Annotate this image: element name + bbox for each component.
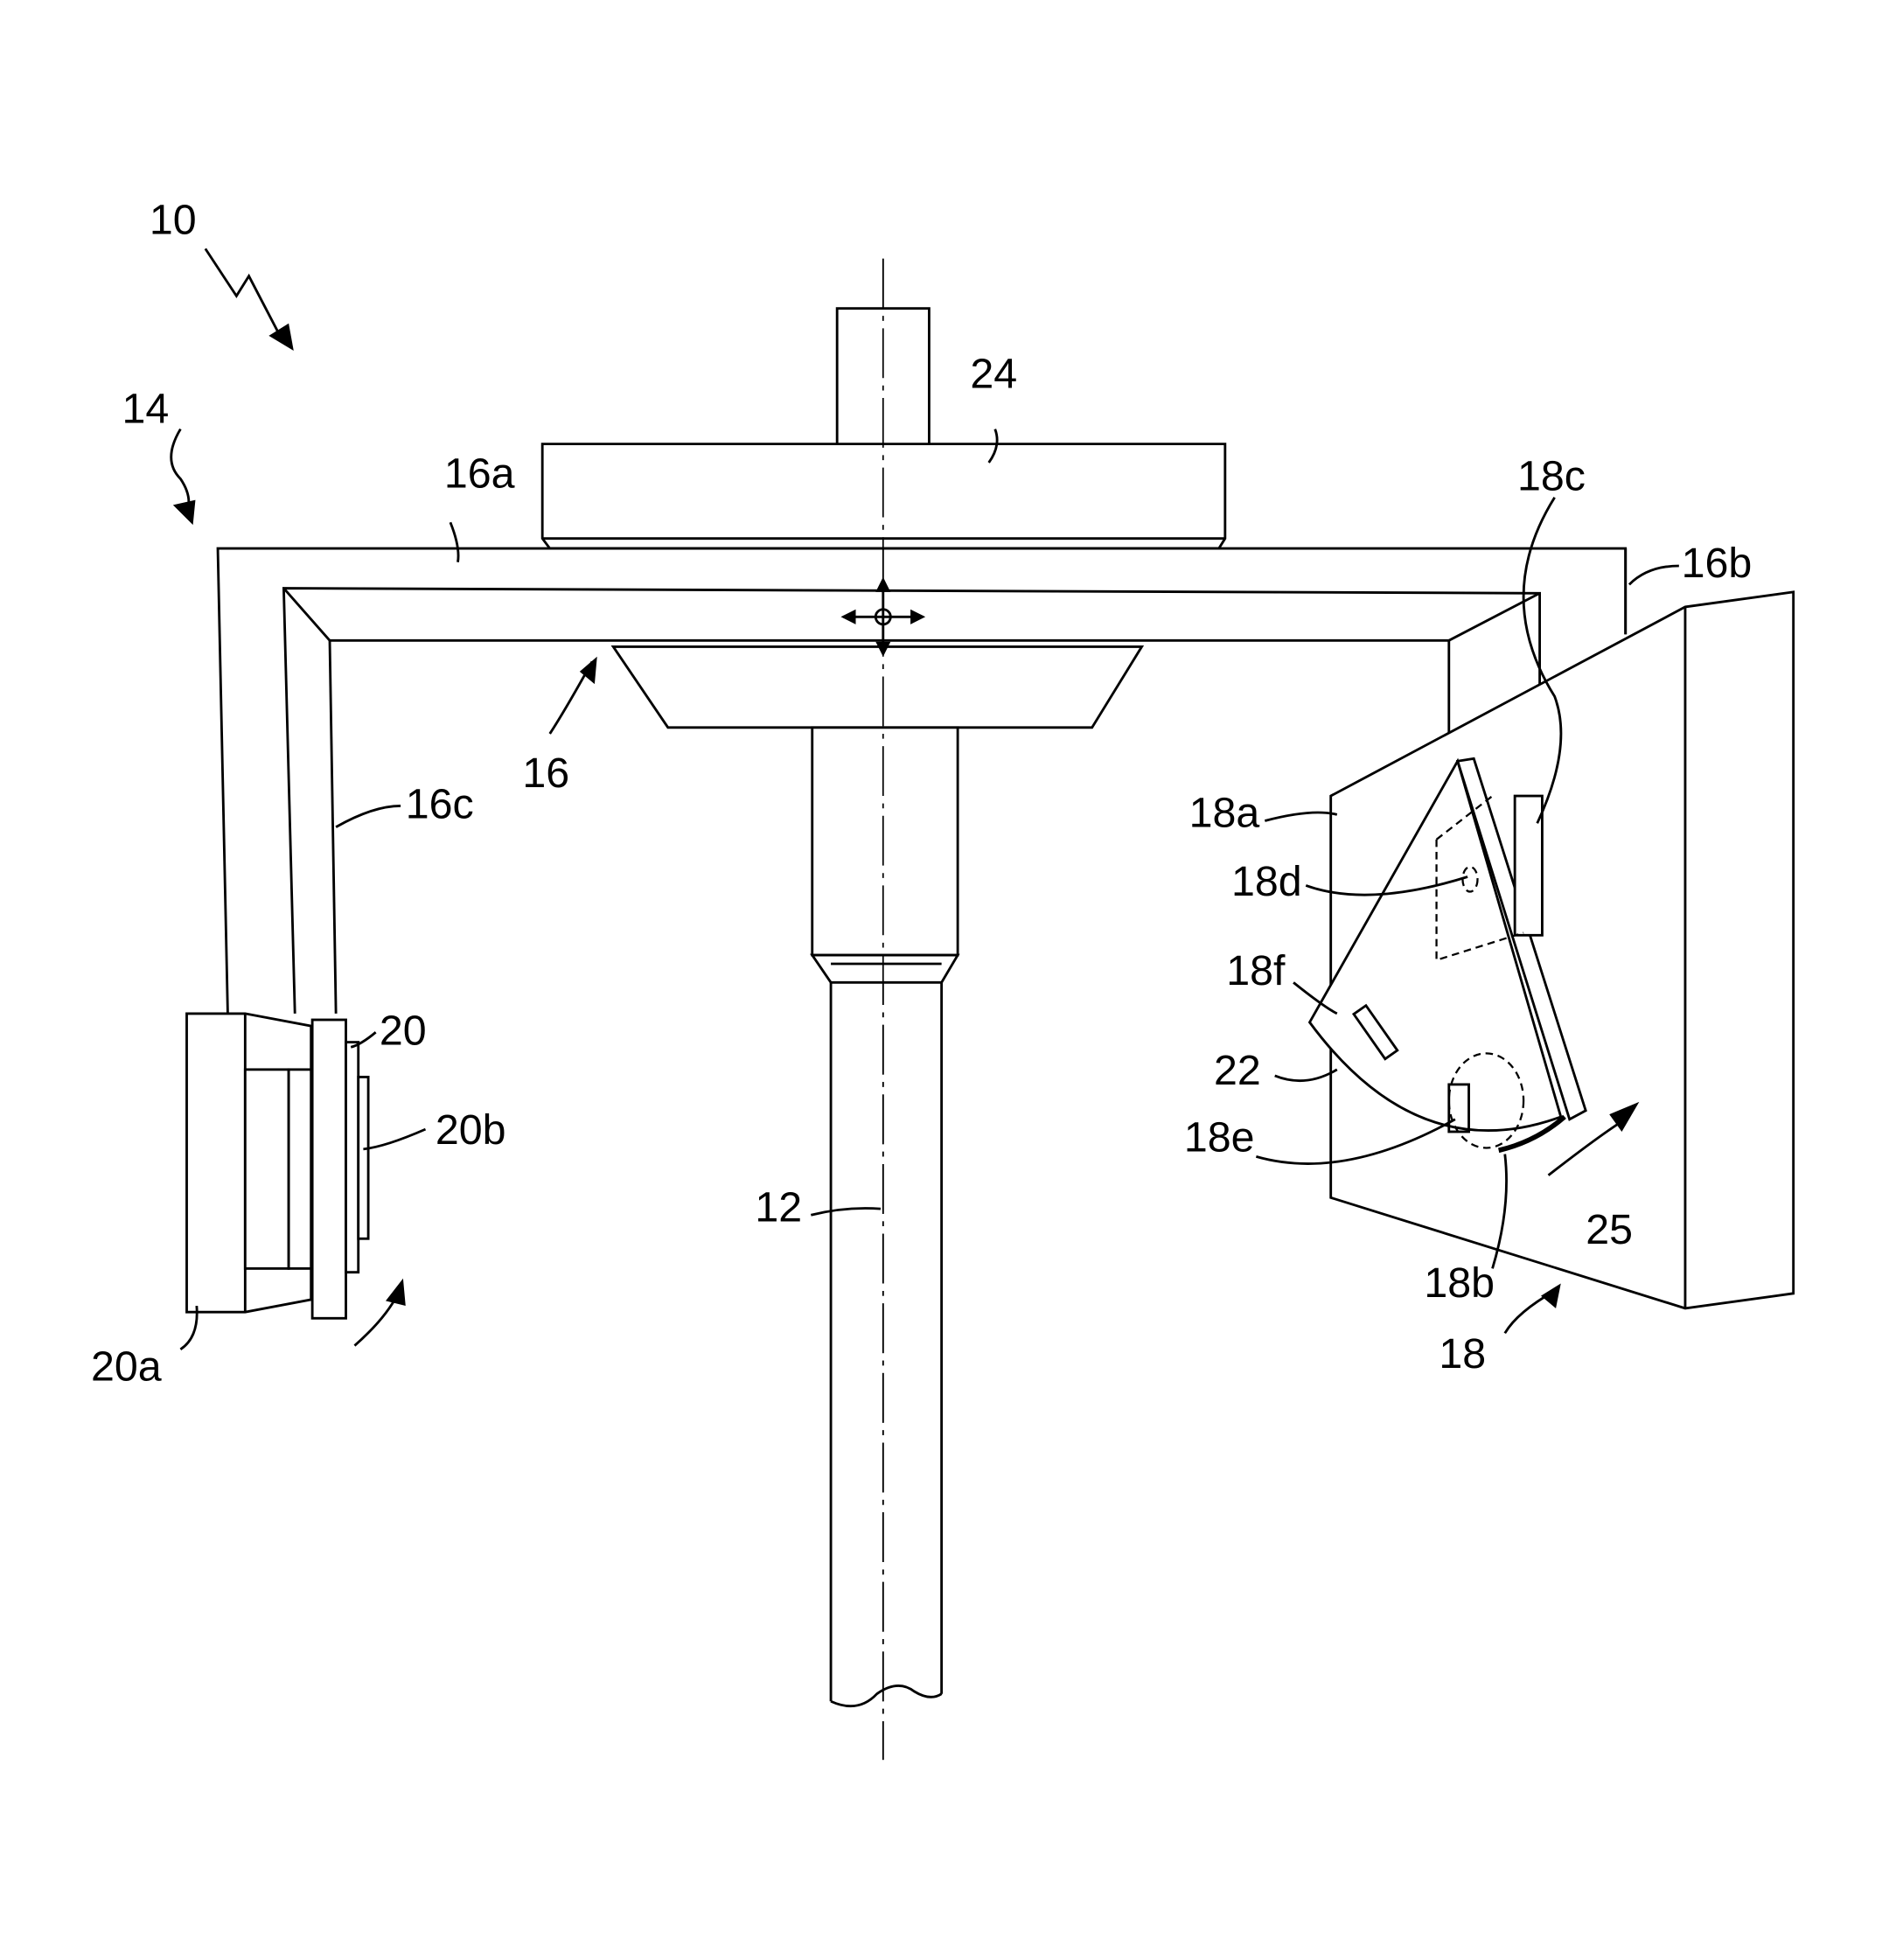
label-20b: 20b: [436, 1106, 506, 1154]
label-25: 25: [1586, 1206, 1633, 1253]
label-20: 20: [380, 1007, 427, 1054]
label-16c: 16c: [406, 781, 474, 828]
column-12: [810, 726, 960, 1708]
label-16a: 16a: [444, 450, 515, 497]
label-24: 24: [970, 351, 1017, 398]
arm-mount: [610, 645, 1145, 729]
label-18d: 18d: [1231, 858, 1302, 905]
label-18a: 18a: [1189, 790, 1260, 837]
label-20a: 20a: [91, 1343, 162, 1390]
leader-lines: [170, 248, 1679, 1351]
label-12: 12: [755, 1183, 802, 1231]
label-18c: 18c: [1517, 452, 1586, 499]
detector-20: [185, 1012, 370, 1320]
label-16: 16: [522, 750, 569, 797]
sensor-unit-18: [1307, 548, 1795, 1310]
label-16b: 16b: [1682, 540, 1753, 587]
label-18e: 18e: [1184, 1114, 1255, 1161]
label-18b: 18b: [1424, 1259, 1495, 1307]
label-10: 10: [150, 196, 197, 243]
label-18: 18: [1439, 1330, 1486, 1378]
label-22: 22: [1214, 1047, 1261, 1094]
label-18f: 18f: [1226, 947, 1286, 994]
movement-crosshair-icon: [840, 576, 926, 657]
label-14: 14: [122, 385, 170, 432]
